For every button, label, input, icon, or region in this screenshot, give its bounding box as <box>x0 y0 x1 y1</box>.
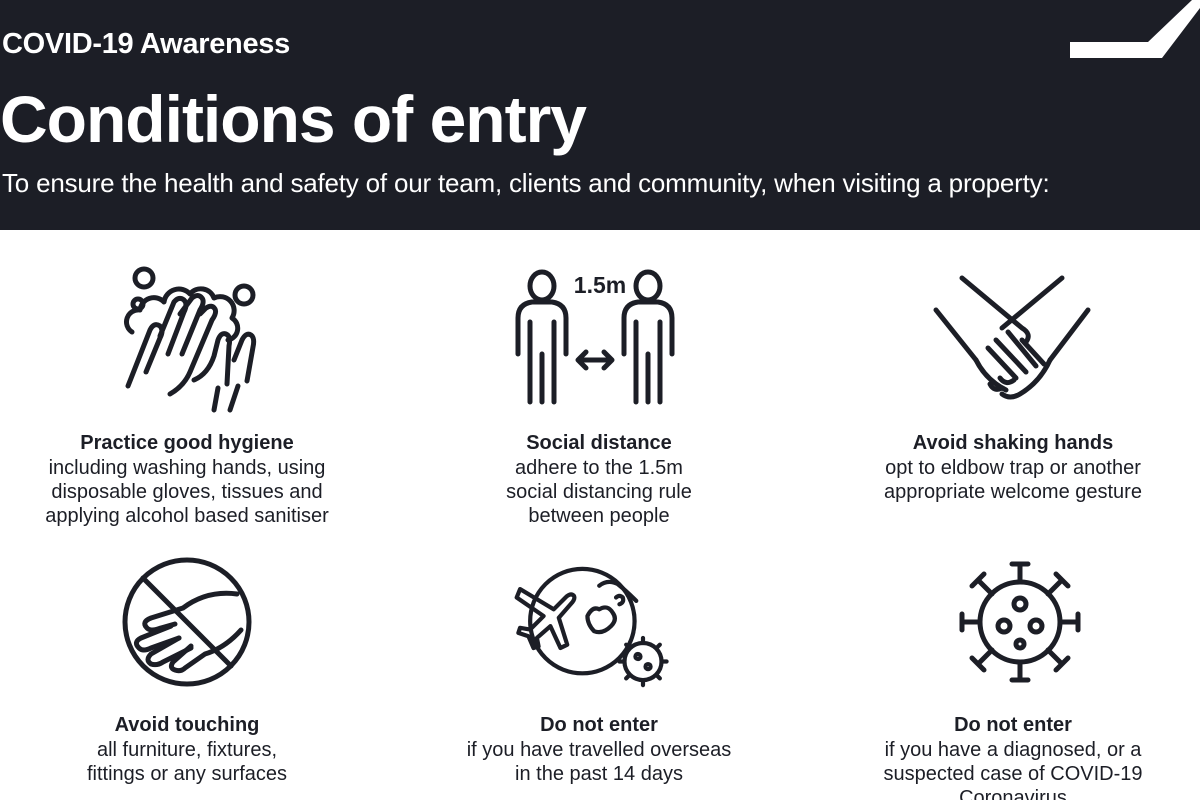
travel-globe-virus-icon <box>514 552 675 702</box>
item-description: if you have a diagnosed, or a suspected … <box>883 739 1143 800</box>
social-distance-icon <box>510 262 675 412</box>
brand-logo-icon <box>1070 0 1200 58</box>
item-virus: Do not enter if you have a diagnosed, or… <box>813 712 1200 800</box>
awareness-label: COVID-19 Awareness <box>2 28 290 60</box>
header-banner: COVID-19 Awareness Conditions of entry T… <box>0 0 1200 230</box>
item-handshake: Avoid shaking hands opt to eldbow trap o… <box>813 430 1200 504</box>
item-title: Avoid shaking hands <box>912 432 1114 454</box>
hand-washing-icon <box>110 262 270 413</box>
item-title: Avoid touching <box>114 714 260 736</box>
item-title: Social distance <box>526 432 672 454</box>
item-title: Practice good hygiene <box>80 432 294 454</box>
item-description: opt to eldbow trap or another appropriat… <box>884 457 1142 503</box>
page-title: Conditions of entry <box>0 82 587 156</box>
item-social-distance: Social distance adhere to the 1.5m socia… <box>399 430 799 528</box>
item-description: adhere to the 1.5m social distancing rul… <box>506 457 692 527</box>
no-touch-icon <box>107 548 267 698</box>
item-description: if you have travelled overseas in the pa… <box>466 739 732 785</box>
handshake-icon <box>932 268 1092 418</box>
item-travel: Do not enter if you have travelled overs… <box>399 712 799 786</box>
item-description: including washing hands, using disposabl… <box>45 457 329 527</box>
item-description: all furniture, fixtures, fittings or any… <box>86 739 288 785</box>
item-hygiene: Practice good hygiene including washing … <box>0 430 387 528</box>
virus-icon <box>940 552 1100 702</box>
item-no-touch: Avoid touching all furniture, fixtures, … <box>0 712 387 786</box>
distance-label: 1.5m <box>573 272 627 298</box>
page-subtitle: To ensure the health and safety of our t… <box>2 168 1050 198</box>
item-title: Do not enter <box>540 714 658 736</box>
item-title: Do not enter <box>954 714 1072 736</box>
